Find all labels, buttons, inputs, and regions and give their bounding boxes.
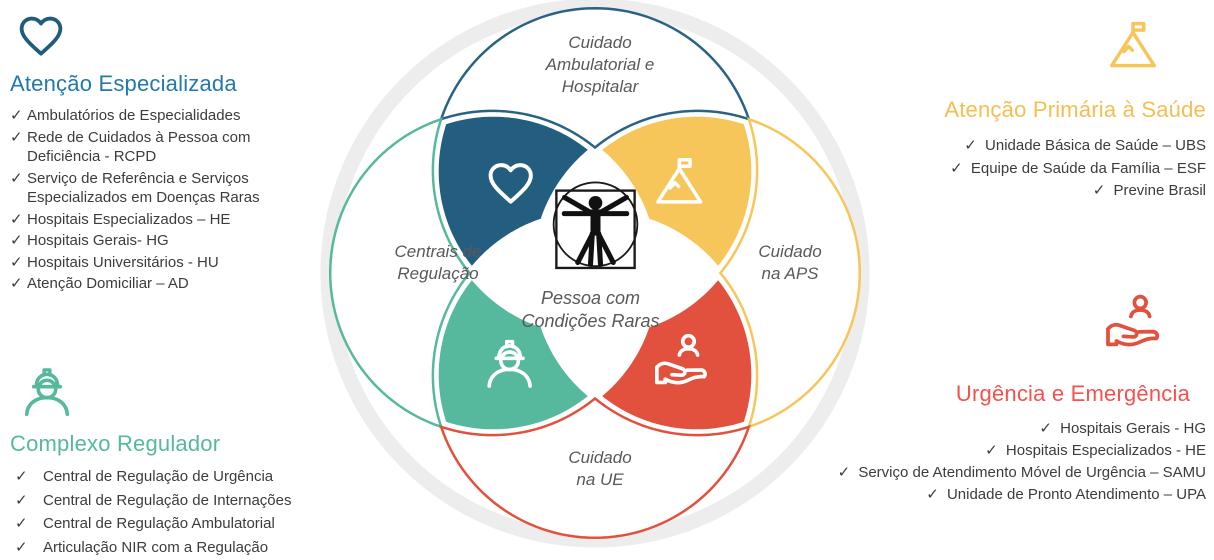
list-item: ✓ Hospitais Gerais- HG bbox=[10, 231, 324, 251]
check-icon: ✓ bbox=[10, 253, 23, 271]
section-primary-care: Atenção Primária à Saúde ✓ Unidade Básic… bbox=[874, 18, 1206, 204]
list-item-text: Hospitais Universitários - HU bbox=[27, 253, 219, 271]
list-item: ✓ Hospitais Especializados - HE bbox=[756, 441, 1206, 461]
check-icon: ✓ bbox=[10, 107, 23, 124]
heart-icon bbox=[12, 8, 70, 62]
list-item-text: Unidade de Pronto Atendimento – UPA bbox=[946, 486, 1206, 503]
list-item: ✓ Serviço de Atendimento Móvel de Urgênc… bbox=[756, 463, 1206, 483]
list-item: ✓ Central de Regulação Ambulatorial bbox=[10, 513, 346, 535]
list-item: ✓ Equipe de Saúde da Família – ESF bbox=[874, 159, 1206, 180]
vitruvian-man-icon bbox=[552, 181, 639, 270]
list-item-text: Unidade Básica de Saúde – UBS bbox=[985, 137, 1206, 154]
list-item-text: Central de Regulação Ambulatorial bbox=[43, 515, 275, 532]
check-icon: ✓ bbox=[985, 442, 1002, 459]
check-icon: ✓ bbox=[1039, 420, 1057, 437]
section-specialized-care: Atenção Especializada ✓ Ambulatórios de … bbox=[10, 8, 324, 296]
petal-label-ambulatory-hospital-care: Cuidado Ambulatorial e Hospitalar bbox=[545, 33, 655, 96]
petal-aps-care bbox=[718, 117, 862, 429]
check-icon: ✓ bbox=[15, 515, 28, 532]
check-icon: ✓ bbox=[1092, 182, 1110, 199]
regulatory-complex-list: ✓ Central de Regulação de Urgência✓ Cent… bbox=[10, 466, 346, 558]
urgency-emergency-list: ✓ Hospitais Gerais - HG✓ Hospitais Espec… bbox=[756, 419, 1206, 505]
check-icon: ✓ bbox=[10, 210, 23, 228]
list-item-text: Ambulatórios de Especialidades bbox=[27, 107, 241, 124]
petal-ue-care bbox=[439, 396, 751, 540]
list-item: ✓ Unidade de Pronto Atendimento – UPA bbox=[756, 485, 1206, 505]
section-title-urgency-emergency: Urgência e Emergência bbox=[955, 381, 1190, 406]
center-label: Pessoa com Condições Raras bbox=[521, 288, 660, 331]
list-item-text: Previne Brasil bbox=[1113, 182, 1206, 199]
list-item: ✓ Atenção Domiciliar – AD bbox=[10, 274, 324, 294]
check-icon: ✓ bbox=[964, 137, 982, 154]
list-item: ✓ Ambulatórios de Especialidades bbox=[10, 106, 324, 126]
primary-care-list: ✓ Unidade Básica de Saúde – UBS✓ Equipe … bbox=[874, 136, 1206, 202]
list-item: ✓ Central de Regulação de Internações bbox=[10, 490, 346, 512]
list-item: ✓ Hospitais Gerais - HG bbox=[756, 419, 1206, 439]
section-urgency-emergency: Urgência e Emergência ✓ Hospitais Gerais… bbox=[756, 290, 1206, 507]
leaf-specialized-care bbox=[436, 114, 592, 270]
leaf-urgency-emergency bbox=[598, 276, 754, 432]
list-item: ✓ Rede de Cuidados à Pessoa com Deficiên… bbox=[10, 128, 324, 167]
list-item-text: Atenção Domiciliar – AD bbox=[27, 275, 189, 292]
mountain-flag-icon bbox=[1104, 18, 1162, 74]
list-item-text: Hospitais Especializados – HE bbox=[27, 210, 231, 228]
list-item-text: Central de Regulação de Urgência bbox=[43, 468, 274, 485]
list-item: ✓ Serviço de Referência e Serviços Espec… bbox=[10, 169, 324, 208]
check-icon: ✓ bbox=[10, 169, 23, 187]
check-icon: ✓ bbox=[15, 538, 28, 556]
list-item-text: Serviço de Referência e Serviços Especia… bbox=[27, 169, 260, 207]
petal-label-regulation-centers: Centrais de Regulação bbox=[394, 242, 482, 283]
section-title-regulatory-complex: Complexo Regulador bbox=[10, 431, 221, 456]
list-item-text: Rede de Cuidados à Pessoa com Deficiênci… bbox=[27, 128, 251, 166]
petal-label-aps-care: Cuidado na APS bbox=[758, 242, 822, 283]
check-icon: ✓ bbox=[15, 468, 28, 485]
list-item-text: Equipe de Saúde da Família – ESF bbox=[970, 159, 1206, 177]
check-icon: ✓ bbox=[10, 128, 23, 146]
list-item-text: Central de Regulação de Internações bbox=[43, 491, 292, 509]
check-icon: ✓ bbox=[10, 275, 23, 292]
petal-regulation-centers bbox=[328, 117, 472, 429]
list-item-text: Articulação NIR com a Regulação bbox=[43, 538, 269, 556]
list-item: ✓ Hospitais Universitários - HU bbox=[10, 253, 324, 273]
list-item-text: Hospitais Especializados - HE bbox=[1005, 442, 1206, 459]
list-item-text: Hospitais Gerais - HG bbox=[1060, 420, 1206, 437]
specialized-care-list: ✓ Ambulatórios de Especialidades✓ Rede d… bbox=[10, 106, 324, 294]
section-title-primary-care: Atenção Primária à Saúde bbox=[944, 97, 1206, 122]
helping-hand-icon bbox=[1100, 290, 1164, 354]
list-item: ✓ Articulação NIR com a Regulação bbox=[10, 537, 346, 559]
rare-conditions-network-diagram bbox=[320, 0, 870, 548]
list-item: ✓ Hospitais Especializados – HE bbox=[10, 210, 324, 230]
background-ring bbox=[320, 0, 870, 548]
check-icon: ✓ bbox=[10, 232, 23, 249]
check-icon: ✓ bbox=[926, 486, 943, 503]
list-item-text: Hospitais Gerais- HG bbox=[27, 232, 169, 249]
section-regulatory-complex: Complexo Regulador ✓ Central de Regulaçã… bbox=[10, 360, 346, 560]
leaf-primary-care bbox=[598, 114, 754, 270]
section-title-specialized-care: Atenção Especializada bbox=[10, 71, 237, 96]
petal-label-ue-care: Cuidado na UE bbox=[568, 448, 632, 489]
list-item: ✓ Central de Regulação de Urgência bbox=[10, 466, 346, 488]
petal-ambulatory-hospital-care bbox=[439, 6, 751, 150]
worker-icon bbox=[18, 360, 76, 422]
check-icon: ✓ bbox=[837, 464, 855, 481]
list-item: ✓ Previne Brasil bbox=[874, 181, 1206, 202]
check-icon: ✓ bbox=[950, 159, 967, 177]
list-item-text: Serviço de Atendimento Móvel de Urgência… bbox=[858, 464, 1206, 481]
check-icon: ✓ bbox=[15, 491, 28, 509]
list-item: ✓ Unidade Básica de Saúde – UBS bbox=[874, 136, 1206, 157]
